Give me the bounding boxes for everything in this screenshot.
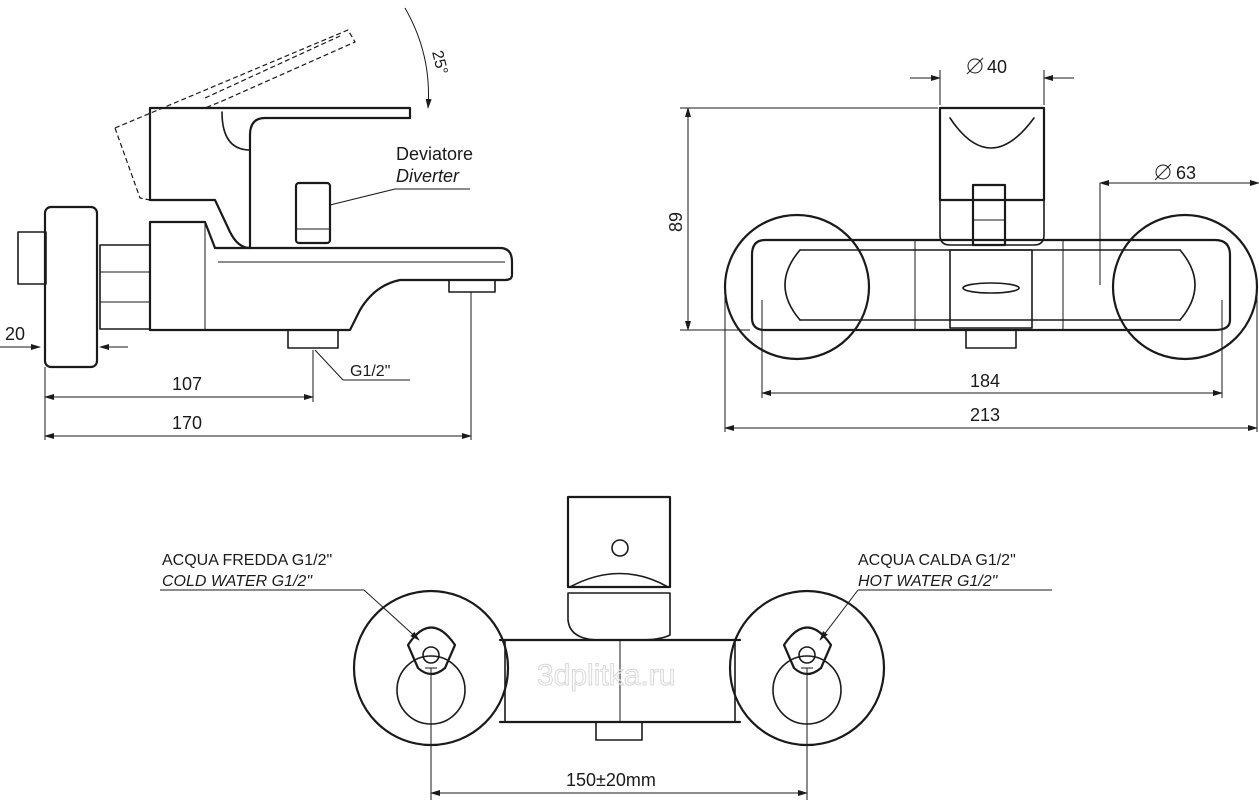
diverter-knob: [294, 181, 332, 245]
side-view: 25° Deviatore Diverter G1/2" 20 107 170: [0, 7, 514, 440]
spout-outlet: [448, 279, 496, 293]
dim-inner-label: 184: [970, 371, 1000, 391]
bottom-inlet: [287, 329, 339, 349]
dim-wall-label: 20: [5, 324, 25, 344]
hot-connector: [782, 626, 833, 676]
cartridge-housing: [148, 106, 412, 250]
thread-label: G1/2": [350, 363, 390, 380]
hot-label-en: HOT WATER G1/2": [858, 573, 999, 590]
diverter-label-it: Deviatore: [396, 144, 473, 164]
cold-connector: [406, 626, 457, 676]
cold-label-it: ACQUA FREDDA G1/2": [162, 552, 332, 569]
left-rosette: [723, 213, 871, 361]
dim-overall-label: 213: [970, 405, 1000, 425]
lever-closed: [149, 107, 411, 119]
diverter-label-en: Diverter: [396, 166, 460, 186]
cold-label-en: COLD WATER G1/2": [162, 573, 313, 590]
dim-diameter-large-label: 63: [1176, 163, 1196, 183]
angle-label: 25°: [428, 49, 450, 77]
wall-rosette: [43, 205, 99, 369]
top-body: [750, 238, 1232, 332]
lever-open-outline: [114, 29, 356, 201]
eccentric-nut: [99, 244, 151, 330]
top-outlet: [949, 249, 1033, 329]
center-distance-label: 150±20mm: [566, 770, 656, 790]
top-view: 40 63 89 184 213: [666, 57, 1259, 432]
top-diverter-knob: [971, 183, 1007, 247]
dim-height-label: 89: [666, 212, 686, 232]
hot-label-it: ACQUA CALDA G1/2": [858, 552, 1016, 569]
dim-total-label: 170: [172, 413, 202, 433]
angle-arc: [404, 7, 432, 109]
watermark: 3dplitka.ru: [537, 659, 675, 692]
front-diverter-button: [611, 539, 629, 557]
front-view: ACQUA FREDDA G1/2" COLD WATER G1/2" ACQU…: [160, 495, 1052, 800]
top-cartridge: [938, 106, 1046, 202]
front-cartridge: [566, 495, 672, 589]
dim-outlet-label: 107: [172, 374, 202, 394]
front-outlet: [595, 721, 643, 741]
wall-connector-stub: [17, 231, 47, 285]
mixer-body: [148, 220, 514, 332]
dim-diameter-small-label: 40: [987, 57, 1007, 77]
top-inlet: [965, 329, 1017, 349]
right-rosette: [1111, 213, 1259, 361]
